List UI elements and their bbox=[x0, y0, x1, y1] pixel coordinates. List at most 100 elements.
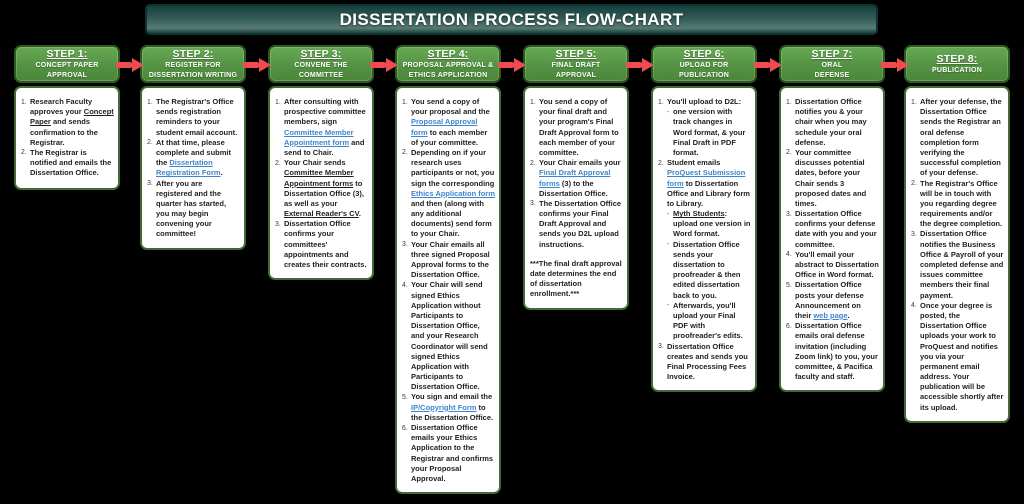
item-marker: 2. bbox=[402, 149, 408, 157]
inline-link[interactable]: Dissertation Registration Form bbox=[156, 158, 221, 178]
item-marker: 2. bbox=[21, 149, 27, 157]
item-text: Dissertation Office confirms your commit… bbox=[284, 219, 367, 269]
sub-list-item: -Dissertation Office sends your disserta… bbox=[667, 240, 751, 301]
list-item: 2.The Registrar is notified and emails t… bbox=[21, 148, 114, 179]
step-card-3: STEP 3: CONVENE THE COMMITTEE 1.After co… bbox=[268, 45, 374, 281]
sub-list-item: -one version with track changes in Word … bbox=[667, 107, 751, 158]
item-text: Dissertation Office posts your defense A… bbox=[795, 280, 864, 320]
list-item: 3.The Dissertation Office confirms your … bbox=[530, 199, 623, 250]
list-item: 2.Depending on if your research uses par… bbox=[402, 148, 495, 240]
list-item: 3.After you are registered and the quart… bbox=[147, 179, 240, 240]
item-marker: 3. bbox=[786, 210, 792, 218]
item-marker: 2. bbox=[530, 159, 536, 167]
item-marker: - bbox=[667, 302, 670, 310]
inline-link[interactable]: ProQuest Submission form bbox=[667, 168, 746, 188]
step-1-subtitle: CONCEPT PAPER APPROVAL bbox=[35, 62, 99, 79]
inline-link[interactable]: IP/Copyright Form bbox=[411, 402, 477, 412]
step-2-header: STEP 2: REGISTER FOR DISSERTATION WRITIN… bbox=[140, 45, 246, 83]
item-marker: 2. bbox=[658, 159, 664, 167]
step-body-list: 1.After your defense, the Dissertation O… bbox=[911, 97, 1004, 413]
inline-link[interactable]: Proposal Approval form bbox=[411, 117, 478, 137]
step-2-heading: STEP 2: bbox=[172, 48, 214, 61]
list-item: 5.You sign and email the IP/Copyright Fo… bbox=[402, 392, 495, 423]
step-3-body: 1.After consulting with prospective comm… bbox=[268, 86, 374, 281]
item-marker: 1. bbox=[786, 98, 792, 106]
list-item: 6.Dissertation Office emails your Ethics… bbox=[402, 423, 495, 484]
item-text: The Registrar's Office will be in touch … bbox=[920, 178, 1003, 229]
step-7-subtitle: ORAL DEFENSE bbox=[814, 62, 850, 79]
item-marker: 2. bbox=[147, 139, 153, 147]
inline-link[interactable]: Committee Member Appointment form bbox=[284, 127, 354, 147]
inline-link[interactable]: Ethics Application form bbox=[411, 188, 495, 198]
item-text: After you are registered and the quarter… bbox=[156, 178, 227, 239]
underlined-text: External Reader's CV bbox=[284, 209, 359, 219]
item-marker: - bbox=[667, 241, 670, 249]
item-marker: 5. bbox=[402, 393, 408, 401]
item-marker: 3. bbox=[911, 230, 917, 238]
item-text: Your committee discusses potential dates… bbox=[795, 147, 867, 208]
item-text: Your Chair will send signed Ethics Appli… bbox=[411, 280, 488, 392]
item-text: You'll email your abstract to Dissertati… bbox=[795, 249, 879, 280]
list-item: 1.You send a copy of your proposal and t… bbox=[402, 97, 495, 148]
step-body-list: 1.Dissertation Office notifies you & you… bbox=[786, 97, 879, 382]
list-item: 3.Dissertation Office confirms your defe… bbox=[786, 209, 879, 250]
flow-arrow-icon bbox=[370, 58, 398, 72]
step-body-list: 1.You send a copy of your proposal and t… bbox=[402, 97, 495, 484]
item-text: After your defense, the Dissertation Off… bbox=[920, 97, 1002, 178]
item-marker: 2. bbox=[786, 149, 792, 157]
item-text: The Dissertation Office confirms your Fi… bbox=[539, 198, 622, 249]
item-text: Afterwards, you'll upload your Final PDF… bbox=[673, 300, 743, 341]
item-text: Dissertation Office confirms your defens… bbox=[795, 209, 877, 249]
step-6-header: STEP 6: UPLOAD FOR PUBLICATION bbox=[651, 45, 757, 83]
step-2-subtitle: REGISTER FOR DISSERTATION WRITING bbox=[148, 62, 238, 79]
sub-list-item: -Afterwards, you'll upload your Final PD… bbox=[667, 301, 751, 342]
list-item: 5.Dissertation Office posts your defense… bbox=[786, 280, 879, 321]
item-marker: 4. bbox=[911, 302, 917, 310]
list-item: 2.Your committee discusses potential dat… bbox=[786, 148, 879, 209]
list-item: 1.You send a copy of your final draft an… bbox=[530, 97, 623, 158]
item-text: Dissertation Office emails oral defense … bbox=[795, 321, 878, 382]
step-4-header: STEP 4: PROPOSAL APPROVAL & ETHICS APPLI… bbox=[395, 45, 501, 83]
list-item: 3.Your Chair emails all three signed Pro… bbox=[402, 240, 495, 281]
inline-link[interactable]: Final Draft Approval forms bbox=[539, 168, 611, 188]
step-4-subtitle: PROPOSAL APPROVAL & ETHICS APPLICATION bbox=[402, 62, 494, 79]
step-body-list: 1.The Registrar's Office sends registrat… bbox=[147, 97, 240, 240]
list-item: 1.After consulting with prospective comm… bbox=[275, 97, 368, 158]
step-3-subtitle: CONVENE THE COMMITTEE bbox=[294, 62, 348, 79]
step-3-heading: STEP 3: bbox=[300, 48, 342, 61]
list-item: 3.Dissertation Office creates and sends … bbox=[658, 342, 751, 383]
item-text: You sign and email the IP/Copyright Form… bbox=[411, 392, 494, 422]
list-item: 1.You'll upload to D2L: bbox=[658, 97, 751, 107]
item-text: At that time, please complete and submit… bbox=[156, 137, 232, 178]
item-marker: 3. bbox=[275, 220, 281, 228]
page-title: DISSERTATION PROCESS FLOW-CHART bbox=[339, 9, 684, 29]
list-item: 3.Dissertation Office notifies the Busin… bbox=[911, 229, 1004, 300]
flow-arrow-icon bbox=[626, 58, 654, 72]
step-card-8: STEP 8: PUBLICATION 1.After your defense… bbox=[904, 45, 1010, 423]
step-card-1: STEP 1: CONCEPT PAPER APPROVAL 1.Researc… bbox=[14, 45, 120, 190]
step-5-subtitle: FINAL DRAFT APPROVAL bbox=[551, 62, 601, 79]
item-text: Dissertation Office emails your Ethics A… bbox=[411, 423, 494, 483]
flow-arrow-icon bbox=[116, 58, 144, 72]
item-marker: 3. bbox=[402, 241, 408, 249]
item-text: Dissertation Office sends your dissertat… bbox=[673, 239, 741, 300]
list-item: 1.Research Faculty approves your Concept… bbox=[21, 97, 114, 148]
step-6-body: 1.You'll upload to D2L:-one version with… bbox=[651, 86, 757, 393]
item-marker: 2. bbox=[911, 180, 917, 187]
list-item: 2.Student emails ProQuest Submission for… bbox=[658, 158, 751, 209]
item-marker: 3. bbox=[147, 180, 153, 187]
item-text: Student emails ProQuest Submission form … bbox=[667, 158, 750, 208]
list-item: 4.Your Chair will send signed Ethics App… bbox=[402, 280, 495, 392]
step-8-heading: STEP 8: bbox=[936, 52, 978, 65]
item-marker: 6. bbox=[402, 424, 408, 432]
step-5-body: 1.You send a copy of your final draft an… bbox=[523, 86, 629, 310]
item-marker: 1. bbox=[911, 98, 917, 106]
list-item: 1.The Registrar's Office sends registrat… bbox=[147, 97, 240, 138]
list-item: 6.Dissertation Office emails oral defens… bbox=[786, 321, 879, 382]
item-marker: 1. bbox=[658, 98, 664, 106]
step-body-list: 1.Research Faculty approves your Concept… bbox=[21, 97, 114, 179]
inline-link[interactable]: web page bbox=[813, 310, 848, 320]
list-item: 1.Dissertation Office notifies you & you… bbox=[786, 97, 879, 148]
item-marker: 4. bbox=[402, 281, 408, 289]
